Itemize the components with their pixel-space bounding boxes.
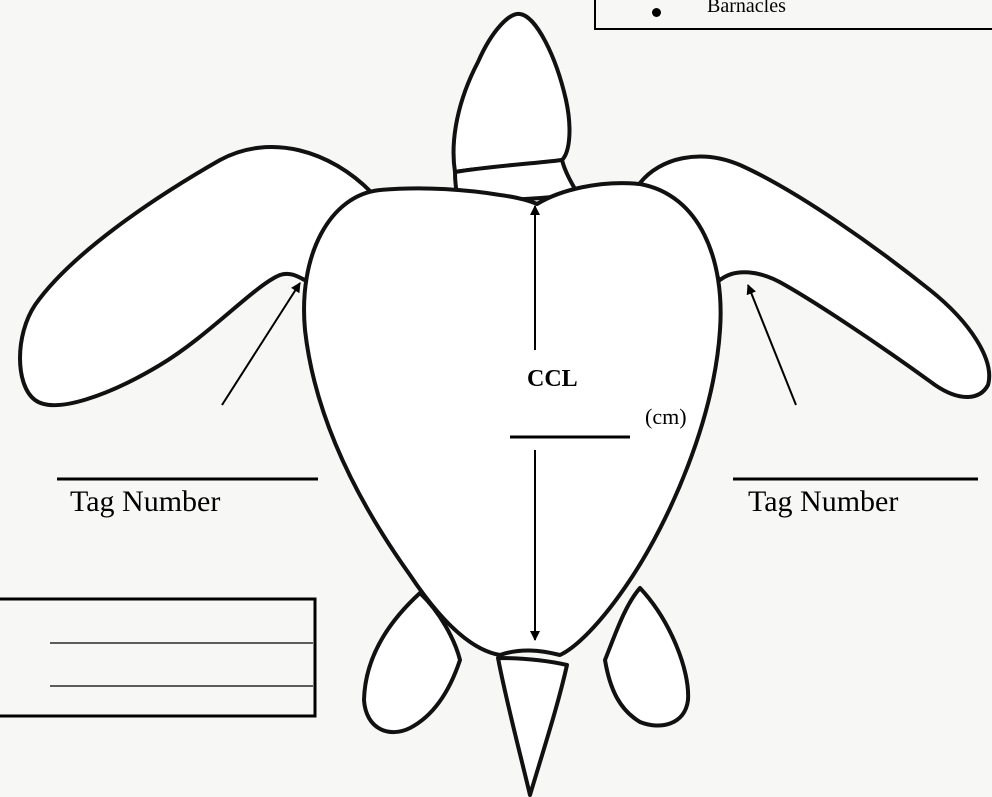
right-tag-number-label: Tag Number	[748, 485, 898, 519]
checklist-item-barnacles: Barnacles	[707, 0, 786, 18]
bottom-left-box	[0, 599, 315, 716]
turtle-head	[454, 14, 570, 172]
ccl-label: CCL	[527, 366, 578, 393]
right-rear-flipper	[605, 588, 688, 726]
cm-unit-label: (cm)	[645, 404, 687, 430]
turtle-tail	[498, 658, 567, 795]
left-tag-number-label: Tag Number	[70, 485, 220, 519]
right-tag-arrow	[748, 285, 796, 405]
bullet-dot-icon	[652, 8, 661, 17]
